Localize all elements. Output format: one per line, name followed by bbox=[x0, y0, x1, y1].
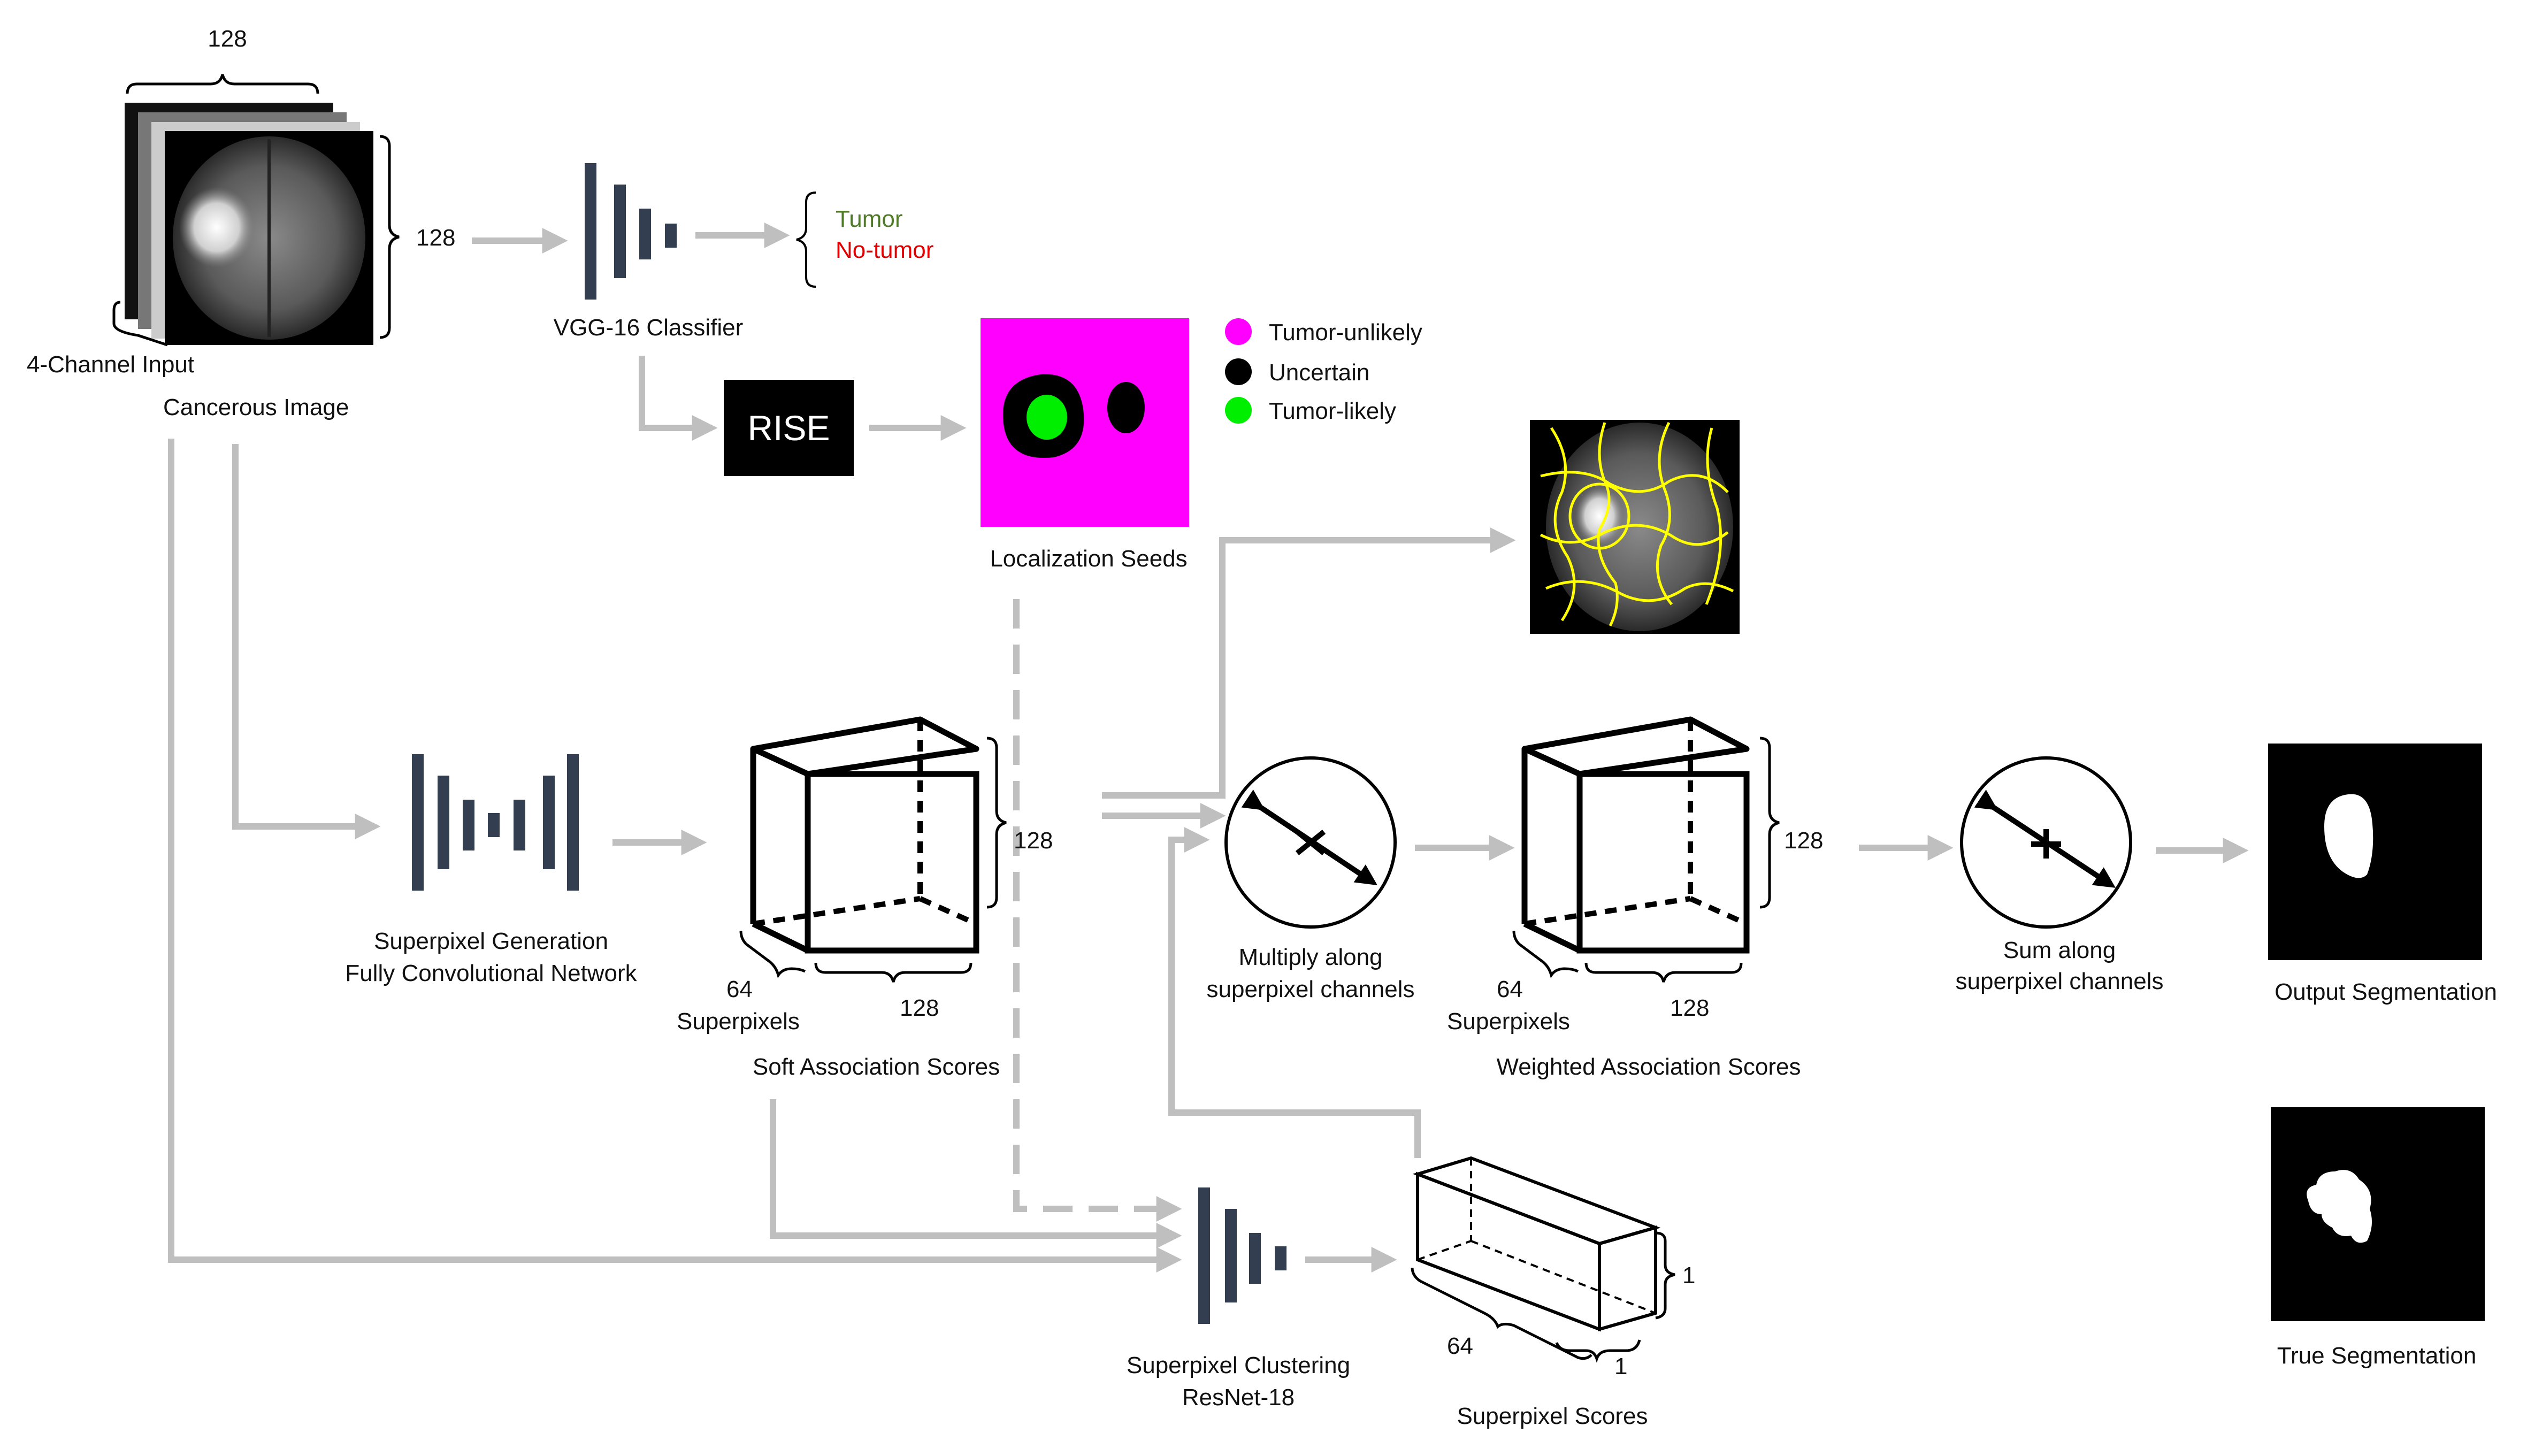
soft-scores-label: Soft Association Scores bbox=[752, 1054, 1000, 1080]
weighted-depth-brace bbox=[1512, 930, 1579, 978]
soft-association-cube bbox=[750, 716, 979, 954]
scores-height-brace bbox=[1655, 1231, 1675, 1320]
input-title: Cancerous Image bbox=[163, 394, 349, 420]
weighted-depth-dim: 64 bbox=[1497, 976, 1523, 1002]
superpixel-scores-box bbox=[1412, 1156, 1661, 1332]
sum-label-line2: superpixel channels bbox=[1955, 968, 2164, 994]
true-segmentation-label: True Segmentation bbox=[2277, 1343, 2477, 1369]
weighted-depth-label: Superpixels bbox=[1447, 1008, 1570, 1034]
vgg16-network-icon bbox=[585, 163, 677, 300]
fcn-network-icon bbox=[412, 754, 579, 891]
superpixel-scores-label: Superpixel Scores bbox=[1457, 1403, 1648, 1429]
weighted-association-cube bbox=[1521, 716, 1750, 954]
clustering-label-line1: Superpixel Clustering bbox=[1126, 1352, 1351, 1378]
soft-height-dim: 128 bbox=[1014, 827, 1053, 854]
legend-swatch-tumor-likely bbox=[1225, 397, 1252, 424]
legend-label-tumor-unlikely: Tumor-unlikely bbox=[1269, 319, 1422, 346]
resnet18-network-icon bbox=[1198, 1187, 1287, 1324]
vgg16-label: VGG-16 Classifier bbox=[553, 315, 744, 341]
input-label: 4-Channel Input bbox=[27, 351, 195, 378]
clustering-label-line2: ResNet-18 bbox=[1182, 1384, 1295, 1411]
soft-width-dim: 128 bbox=[900, 995, 939, 1021]
rise-label: RISE bbox=[747, 408, 830, 448]
scores-depth-dim: 64 bbox=[1447, 1333, 1473, 1359]
scores-depth-brace bbox=[1411, 1267, 1592, 1360]
soft-depth-dim: 64 bbox=[726, 976, 753, 1002]
classifier-output-no-tumor: No-tumor bbox=[836, 237, 934, 263]
scores-height-dim: 1 bbox=[1682, 1262, 1696, 1289]
legend-swatch-tumor-unlikely bbox=[1225, 318, 1252, 345]
soft-height-brace bbox=[986, 737, 1007, 909]
input-width-dim: 128 bbox=[208, 26, 247, 52]
multiply-operator-icon bbox=[1224, 756, 1397, 929]
localization-seeds-label: Localization Seeds bbox=[990, 546, 1188, 572]
classifier-output-brace bbox=[796, 191, 816, 288]
connectors bbox=[168, 223, 2249, 1273]
soft-depth-brace bbox=[739, 930, 806, 978]
input-height-brace bbox=[379, 135, 400, 339]
weighted-height-dim: 128 bbox=[1784, 827, 1824, 854]
weighted-width-dim: 128 bbox=[1670, 995, 1710, 1021]
output-segmentation-label: Output Segmentation bbox=[2275, 979, 2497, 1005]
multiply-label-line1: Multiply along bbox=[1238, 944, 1383, 970]
soft-depth-label: Superpixels bbox=[677, 1008, 800, 1034]
input-width-brace bbox=[126, 74, 319, 94]
legend-swatch-uncertain bbox=[1225, 358, 1252, 385]
classifier-output-tumor: Tumor bbox=[836, 206, 903, 232]
soft-width-brace bbox=[814, 962, 972, 983]
fcn-label-line2: Fully Convolutional Network bbox=[345, 960, 637, 986]
input-image-stack bbox=[125, 103, 373, 345]
input-height-dim: 128 bbox=[416, 225, 456, 251]
weighted-scores-label: Weighted Association Scores bbox=[1496, 1054, 1801, 1080]
weighted-width-brace bbox=[1584, 962, 1743, 983]
localization-seeds-map bbox=[981, 318, 1189, 527]
legend-label-uncertain: Uncertain bbox=[1269, 359, 1370, 386]
scores-width-dim: 1 bbox=[1614, 1353, 1628, 1380]
output-segmentation-image bbox=[2268, 744, 2482, 960]
legend-swatches bbox=[1225, 318, 1252, 424]
sum-label-line1: Sum along bbox=[2003, 937, 2116, 963]
true-segmentation-image bbox=[2271, 1107, 2485, 1321]
multiply-label-line2: superpixel channels bbox=[1206, 976, 1415, 1002]
rise-block: RISE bbox=[724, 380, 854, 476]
superpixel-overlay-image bbox=[1530, 420, 1740, 634]
fcn-label-line1: Superpixel Generation bbox=[374, 928, 608, 954]
scores-width-brace bbox=[1555, 1339, 1641, 1363]
legend-label-tumor-likely: Tumor-likely bbox=[1269, 398, 1396, 424]
sum-operator-icon bbox=[1960, 756, 2132, 929]
weighted-height-brace bbox=[1759, 737, 1780, 909]
input-depth-brace bbox=[112, 301, 168, 347]
